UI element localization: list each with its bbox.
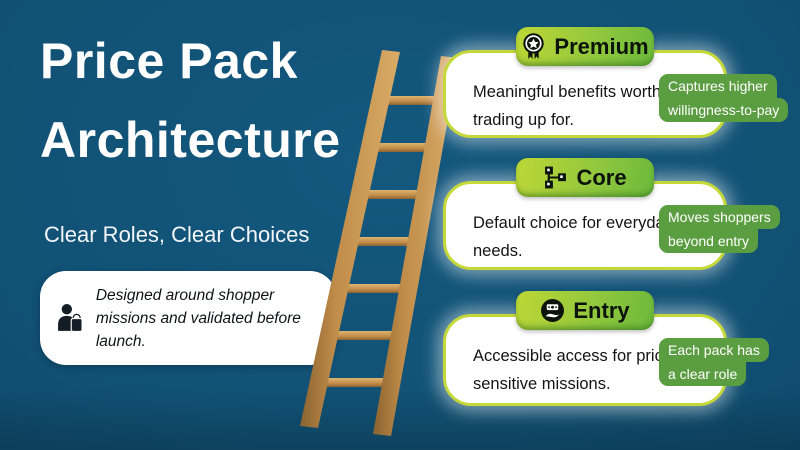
premium-note-line2: willingness-to-pay [659,98,789,122]
core-note-line1: Moves shoppers [659,205,780,229]
entry-description: Accessible access for price-sensitive mi… [473,347,678,393]
intro-card-text: Designed around shopper missions and val… [95,286,301,350]
flowchart-icon [545,166,567,189]
core-label: Core [576,164,627,190]
shopper-with-bag-icon [58,304,83,332]
premium-pill: Premium [516,27,654,66]
award-rosette-icon [523,33,545,59]
premium-note: Captures higher willingness-to-pay [659,74,789,122]
entry-label: Entry [573,297,630,323]
cash-in-hand-icon [541,299,565,322]
core-note: Moves shoppers beyond entry [659,205,780,253]
core-description: Default choice for everyday needs. [473,214,673,260]
entry-note-line2: a clear role [659,362,747,386]
entry-note: Each pack has a clear role [659,338,769,386]
entry-pill: Entry [516,291,654,330]
core-note-line2: beyond entry [659,229,758,253]
subtitle: Clear Roles, Clear Choices [44,222,310,247]
premium-description: Meaningful benefits worth trading up for… [473,83,662,129]
page-title: Price Pack Architecture [40,22,341,180]
premium-label: Premium [554,33,649,59]
entry-note-line1: Each pack has [659,338,769,362]
title-line2: Architecture [40,112,341,168]
core-pill: Core [516,158,654,197]
intro-card: Designed around shopper missions and val… [40,271,336,365]
premium-note-line1: Captures higher [659,74,777,98]
title-line1: Price Pack [40,33,298,89]
